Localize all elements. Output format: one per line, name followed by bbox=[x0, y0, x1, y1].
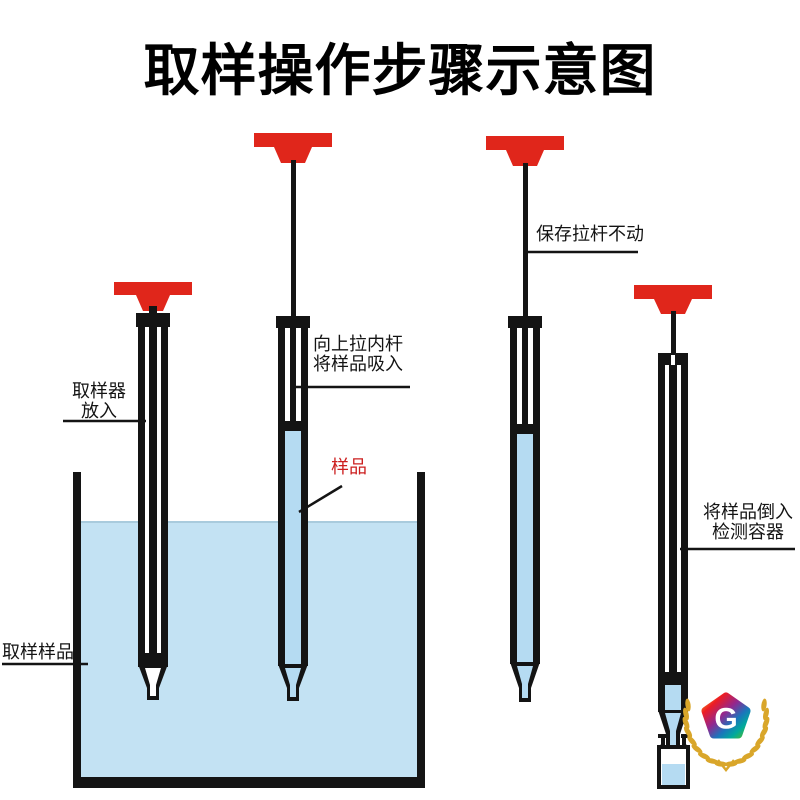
vial-liquid bbox=[662, 764, 685, 785]
syringe1-barrel-left-wall bbox=[138, 327, 145, 667]
vial-neck-right bbox=[682, 734, 686, 745]
leader-sample bbox=[298, 484, 343, 514]
syringe-step4 bbox=[634, 285, 712, 748]
wreath-bottom-v bbox=[717, 759, 735, 773]
logo-gradient-pentagon bbox=[701, 692, 751, 739]
syringe4-sample bbox=[665, 685, 681, 712]
syringe2-cap bbox=[276, 316, 310, 328]
syringe-step1 bbox=[114, 282, 192, 700]
syringe4-barrel-right-wall bbox=[681, 365, 688, 712]
label-step4-line2: 检测容器 bbox=[712, 522, 784, 542]
leader-lines bbox=[2, 250, 795, 666]
logo-letter: G bbox=[714, 703, 737, 736]
label-step2-line2: 将样品吸入 bbox=[313, 354, 403, 374]
syringe2-barrel-right-wall bbox=[301, 328, 308, 666]
syringe4-cap-left bbox=[658, 353, 671, 365]
syringe2-pull-rod bbox=[291, 160, 296, 318]
syringe3-plunger-rod bbox=[522, 328, 528, 426]
detection-vial bbox=[657, 734, 690, 789]
syringe2-plunger-rod bbox=[290, 328, 296, 423]
label-step1: 取样器 放入 bbox=[56, 381, 142, 421]
syringe4-handle bbox=[634, 285, 712, 314]
label-step2-line1: 向上拉内杆 bbox=[313, 334, 403, 354]
syringe1-tip-interior bbox=[145, 668, 161, 696]
label-step3: 保存拉杆不动 bbox=[536, 224, 644, 244]
syringe4-tip-interior bbox=[665, 713, 681, 745]
syringe3-plunger-seal bbox=[517, 424, 533, 434]
syringe1-plunger-rod bbox=[149, 327, 157, 657]
syringe4-pull-rod bbox=[671, 311, 676, 355]
label-step2: 向上拉内杆 将样品吸入 bbox=[313, 334, 403, 374]
brand-logo: G bbox=[682, 692, 770, 773]
syringe3-barrel-left-wall bbox=[510, 328, 517, 664]
syringe3-barrel-right-wall bbox=[533, 328, 540, 664]
liquid-surface-line bbox=[81, 521, 417, 523]
label-step1-line1: 取样器 bbox=[72, 381, 126, 401]
label-step4: 将样品倒入 检测容器 bbox=[697, 502, 799, 542]
syringe-step3 bbox=[486, 136, 564, 702]
syringe2-sample bbox=[285, 430, 301, 666]
syringe2-tip-interior bbox=[285, 668, 301, 697]
sample-container bbox=[73, 472, 425, 788]
syringe4-plunger-rod bbox=[669, 365, 677, 674]
page-title: 取样操作步骤示意图 bbox=[143, 39, 657, 102]
label-sampling-sample: 取样样品 bbox=[2, 642, 74, 662]
label-step1-line2: 放入 bbox=[81, 401, 117, 421]
label-sample: 样品 bbox=[331, 457, 367, 477]
container-bottom bbox=[73, 777, 425, 788]
syringe-step2 bbox=[254, 133, 332, 701]
syringe3-handle bbox=[486, 136, 564, 166]
syringe3-sample bbox=[517, 433, 533, 664]
syringe3-cap bbox=[508, 316, 542, 328]
laurel-wreath bbox=[682, 698, 770, 773]
syringe2-plunger-seal bbox=[285, 421, 301, 431]
container-liquid bbox=[81, 522, 417, 777]
container-left-wall bbox=[73, 472, 81, 779]
container-right-wall bbox=[417, 472, 425, 779]
syringe4-cap-right bbox=[675, 353, 688, 365]
syringe1-cap bbox=[136, 313, 170, 327]
syringe3-pull-rod bbox=[523, 163, 528, 318]
syringe1-handle bbox=[114, 282, 192, 311]
syringe1-stem bbox=[149, 306, 157, 314]
syringe4-barrel-left-wall bbox=[658, 365, 665, 712]
syringe2-barrel-left-wall bbox=[278, 328, 285, 666]
syringe4-plunger-seal bbox=[664, 672, 682, 685]
vial-neck-left bbox=[661, 734, 665, 745]
syringe2-handle bbox=[254, 133, 332, 163]
syringe3-tip-interior bbox=[517, 666, 533, 698]
label-step4-line1: 将样品倒入 bbox=[703, 502, 793, 522]
syringe1-plunger-seal bbox=[144, 653, 162, 666]
syringe1-barrel-right-wall bbox=[161, 327, 168, 667]
